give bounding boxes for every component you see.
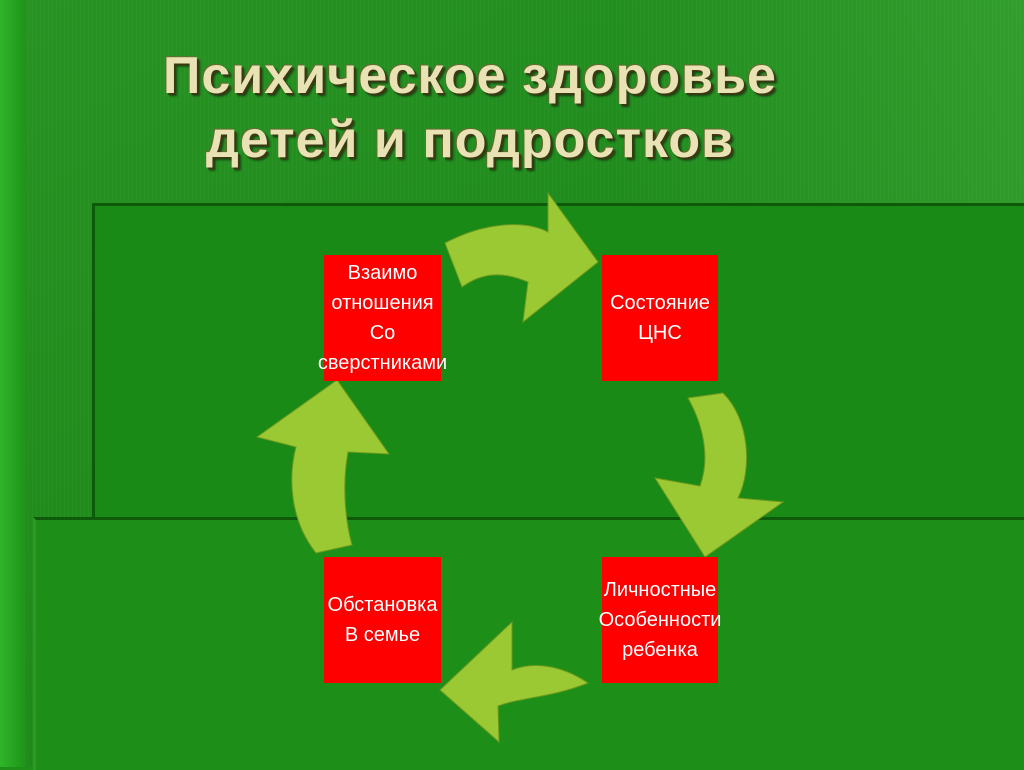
left-accent-strip <box>0 0 26 767</box>
node-line: Особенности <box>598 609 722 631</box>
arrow-left <box>255 379 390 554</box>
node-line: В семье <box>344 624 421 646</box>
node-cns-state: Состояние ЦНС <box>602 255 718 381</box>
slide-title: Психическое здоровье детей и подростков <box>60 44 880 172</box>
node-family-environment-label: Обстановка В семье <box>328 590 438 650</box>
node-cns-state-label: Состояние ЦНС <box>610 288 710 348</box>
title-line-1: Психическое здоровье <box>163 47 777 105</box>
node-line: ЦНС <box>638 322 682 344</box>
node-line: Со <box>369 322 396 344</box>
node-line: Личностные <box>603 579 717 601</box>
node-peer-relations-label: Взаимо отношения Со сверстниками <box>318 258 447 378</box>
node-personal-traits-label: Личностные Особенности ребенка <box>599 575 722 665</box>
node-family-environment: Обстановка В семье <box>324 557 441 683</box>
title-line-2: детей и подростков <box>205 111 735 169</box>
arrow-right <box>653 392 785 558</box>
node-line: Взаимо <box>347 262 418 284</box>
node-personal-traits: Личностные Особенности ребенка <box>599 557 721 683</box>
node-line: сверстниками <box>317 352 448 374</box>
node-line: ребенка <box>622 639 698 661</box>
node-line: Обстановка <box>327 594 438 616</box>
node-line: Состояние <box>610 292 710 314</box>
arrow-top <box>444 191 599 324</box>
node-line: отношения <box>331 292 434 314</box>
arrow-bottom <box>439 620 590 744</box>
node-peer-relations: Взаимо отношения Со сверстниками <box>318 255 447 381</box>
lower-panel <box>33 517 1024 770</box>
